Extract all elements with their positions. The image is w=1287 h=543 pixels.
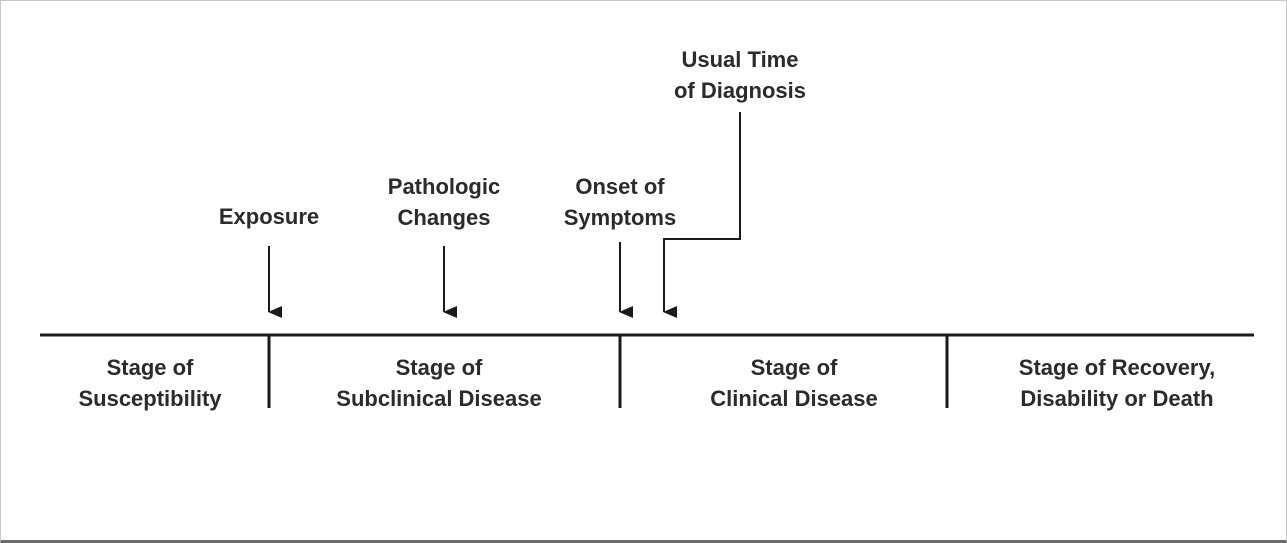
onset-of-symptoms-line-2: Symptoms bbox=[563, 205, 677, 230]
stage-recovery-line-1: Stage of Recovery, bbox=[1018, 355, 1216, 380]
stage-susceptibility-label: Stage of Susceptibility bbox=[40, 352, 260, 414]
pathologic-changes-label: Pathologic Changes bbox=[354, 171, 534, 233]
stage-susceptibility-line-1: Stage of bbox=[106, 355, 194, 380]
usual-time-of-diagnosis-line-1: Usual Time bbox=[681, 47, 799, 72]
stage-subclinical-line-1: Stage of bbox=[395, 355, 483, 380]
stage-recovery-label: Stage of Recovery, Disability or Death bbox=[967, 352, 1267, 414]
pathologic-changes-line-1: Pathologic bbox=[387, 174, 501, 199]
usual-time-of-diagnosis-label: Usual Time of Diagnosis bbox=[640, 44, 840, 106]
exposure-line-1: Exposure bbox=[218, 204, 320, 229]
stage-clinical-line-2: Clinical Disease bbox=[710, 386, 878, 411]
onset-of-symptoms-line-1: Onset of bbox=[575, 174, 665, 199]
stage-recovery-line-2: Disability or Death bbox=[1020, 386, 1214, 411]
stage-clinical-line-1: Stage of bbox=[750, 355, 838, 380]
diagnosis-arrow bbox=[663, 112, 741, 318]
pathologic-changes-line-2: Changes bbox=[397, 205, 491, 230]
onset-of-symptoms-label: Onset of Symptoms bbox=[540, 171, 700, 233]
stage-subclinical-label: Stage of Subclinical Disease bbox=[284, 352, 594, 414]
stage-subclinical-line-2: Subclinical Disease bbox=[336, 386, 542, 411]
stage-clinical-label: Stage of Clinical Disease bbox=[664, 352, 924, 414]
stage-susceptibility-line-2: Susceptibility bbox=[78, 386, 222, 411]
usual-time-of-diagnosis-line-2: of Diagnosis bbox=[673, 78, 806, 103]
exposure-label: Exposure bbox=[189, 201, 349, 232]
